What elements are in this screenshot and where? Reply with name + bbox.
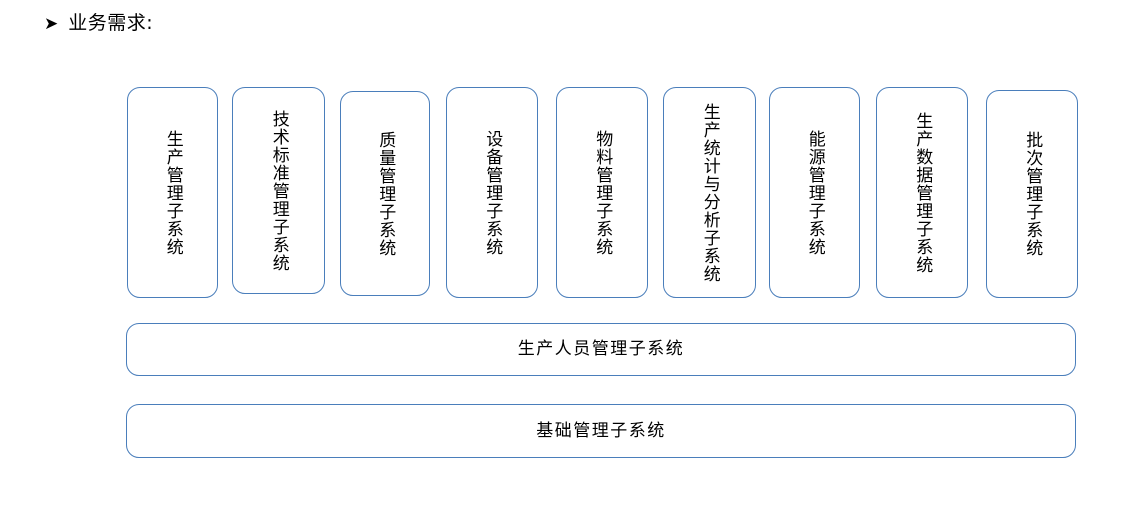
subsystem-box-label: 能源管理子系统 — [804, 129, 825, 256]
subsystem-box[interactable]: 批次管理子系统 — [986, 90, 1078, 298]
subsystem-box[interactable]: 生产管理子系统 — [127, 87, 218, 298]
subsystem-box[interactable]: 生产数据管理子系统 — [876, 87, 968, 298]
subsystem-box[interactable]: 物料管理子系统 — [556, 87, 648, 298]
full-width-bar[interactable]: 生产人员管理子系统 — [126, 323, 1076, 376]
subsystem-box-label: 生产数据管理子系统 — [912, 111, 933, 274]
subsystem-box-label: 物料管理子系统 — [592, 129, 613, 256]
subsystem-box[interactable]: 设备管理子系统 — [446, 87, 538, 298]
subsystem-box-label: 批次管理子系统 — [1022, 131, 1043, 257]
section-heading-label: 业务需求: — [68, 12, 154, 34]
subsystem-box[interactable]: 技术标准管理子系统 — [232, 87, 325, 294]
subsystem-box[interactable]: 能源管理子系统 — [769, 87, 860, 298]
full-width-bar[interactable]: 基础管理子系统 — [126, 404, 1076, 458]
subsystem-box[interactable]: 质量管理子系统 — [340, 91, 430, 296]
subsystem-box-label: 生产管理子系统 — [162, 129, 183, 256]
arrow-bullet-icon: ➤ — [44, 14, 59, 34]
full-width-bar-label: 基础管理子系统 — [536, 420, 666, 441]
subsystem-box[interactable]: 生产统计与分析子系统 — [663, 87, 756, 298]
full-width-bar-label: 生产人员管理子系统 — [517, 339, 685, 359]
subsystem-box-label: 质量管理子系统 — [375, 130, 396, 257]
subsystem-box-label: 设备管理子系统 — [482, 129, 503, 256]
section-heading: ➤ 业务需求: — [44, 14, 153, 33]
subsystem-box-label: 技术标准管理子系统 — [268, 109, 289, 272]
subsystem-box-label: 生产统计与分析子系统 — [699, 102, 720, 283]
